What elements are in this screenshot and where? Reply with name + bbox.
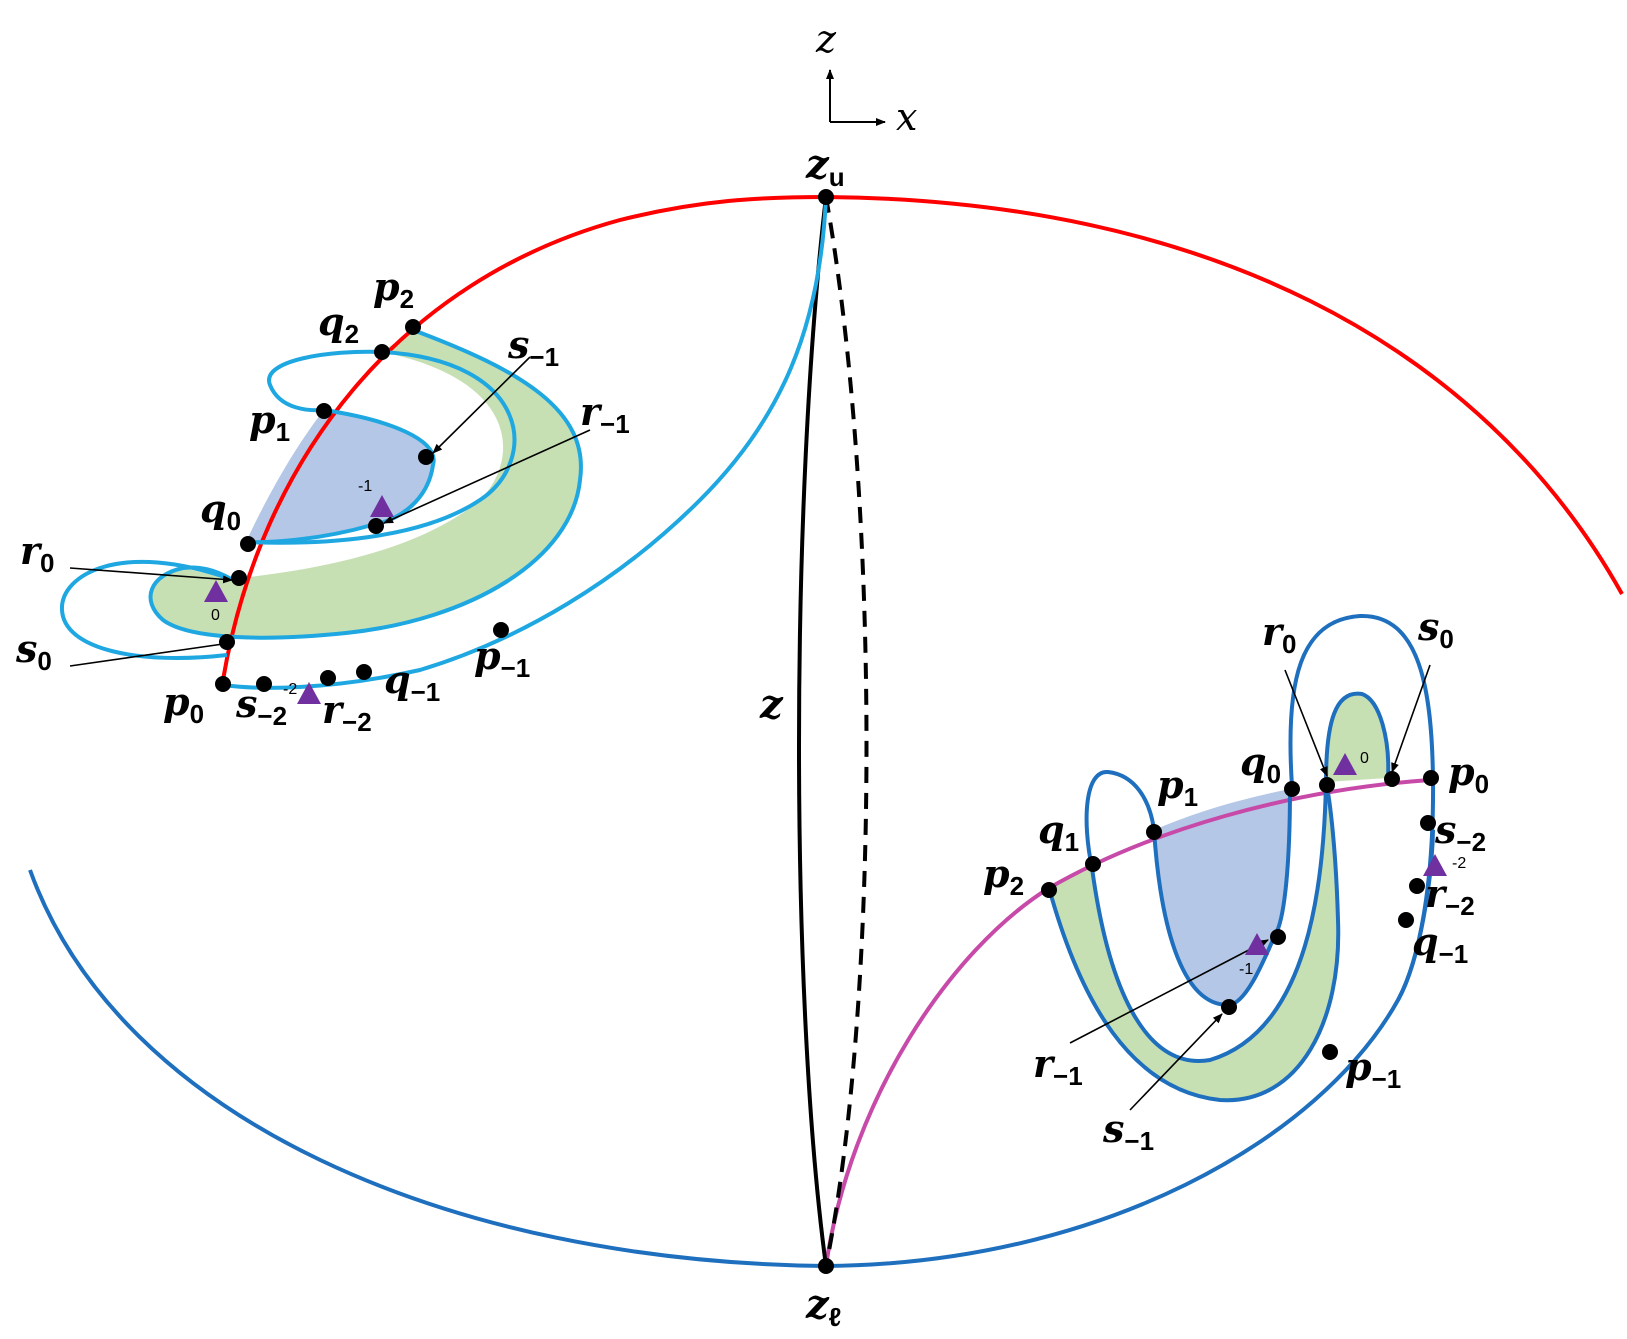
labels: zu zℓ z p2 q2 p1 s−1 r−1 q0 r0 s0 p0 s−2… xyxy=(15,141,1489,1332)
label-right-s0: s0 xyxy=(1417,604,1454,654)
label-left-p2: p2 xyxy=(373,264,414,314)
label-left-p-1: p−1 xyxy=(474,633,530,683)
label-right-q-1: q−1 xyxy=(1412,919,1468,969)
point-left-p-1 xyxy=(493,622,509,638)
point-right-q1 xyxy=(1085,856,1101,872)
label-right-q1: q1 xyxy=(1038,807,1079,857)
triangle-left-0 xyxy=(204,580,228,602)
label-left-p1: p1 xyxy=(249,397,290,447)
left-spiral-outer xyxy=(222,196,828,690)
point-left-s-1 xyxy=(418,449,434,465)
right-green-region xyxy=(1049,693,1389,1101)
label-left-r-2: r−2 xyxy=(322,687,372,737)
label-right-p-1: p−1 xyxy=(1345,1044,1401,1094)
left-loop-top xyxy=(245,349,517,545)
point-z-u xyxy=(818,189,834,205)
triangle-left-m2-label: -2 xyxy=(283,681,297,698)
point-right-p2 xyxy=(1041,882,1057,898)
point-left-q-1 xyxy=(356,664,372,680)
label-z-l: zℓ xyxy=(805,1281,841,1332)
right-green-inner xyxy=(1090,781,1328,1063)
point-right-p-1 xyxy=(1322,1044,1338,1060)
triangle-markers: -1 0 -2 0 -2 -1 xyxy=(204,478,1466,978)
triangle-left-0-label: 0 xyxy=(211,607,220,624)
label-left-s0: s0 xyxy=(15,626,52,676)
triangle-right-m2 xyxy=(1423,854,1447,876)
point-right-s-1 xyxy=(1221,999,1237,1015)
label-left-r-1: r−1 xyxy=(580,389,630,439)
triangle-right-m1 xyxy=(1245,933,1269,955)
right-green-outer xyxy=(1047,781,1341,1103)
label-left-q-1: q−1 xyxy=(384,657,440,707)
point-right-s0 xyxy=(1384,771,1400,787)
label-right-s-2: s−2 xyxy=(1434,807,1486,857)
point-right-s-2 xyxy=(1420,815,1436,831)
point-left-p0 xyxy=(215,676,231,692)
label-left-r0: r0 xyxy=(20,528,55,578)
center-dashed-curve xyxy=(824,196,869,1267)
point-left-q2 xyxy=(374,344,390,360)
left-blue-boundary xyxy=(245,408,436,545)
point-left-p2 xyxy=(405,319,421,335)
label-left-p0: p0 xyxy=(163,679,204,729)
label-left-s-1: s−1 xyxy=(507,322,559,372)
left-green-outer-boundary xyxy=(148,328,583,640)
points xyxy=(215,189,1439,1274)
axis-z-label: z xyxy=(815,17,837,61)
axis-x-label: x xyxy=(896,95,917,139)
label-right-p0: p0 xyxy=(1448,749,1489,799)
point-left-s0 xyxy=(219,634,235,650)
axes-indicator: z x xyxy=(815,17,917,139)
point-left-r0 xyxy=(231,570,247,586)
triangle-left-m1 xyxy=(370,495,394,517)
triangle-left-m1-label: -1 xyxy=(358,478,372,495)
triangle-right-0 xyxy=(1333,753,1357,775)
triangle-left-m2 xyxy=(297,682,321,704)
label-right-s-1: s−1 xyxy=(1102,1106,1154,1156)
right-blue-region xyxy=(1154,789,1290,1005)
triangle-right-m1-label: -1 xyxy=(1239,961,1253,978)
leader-arrows xyxy=(69,356,1431,1111)
right-blue-boundary xyxy=(1152,788,1292,1008)
point-left-s-2 xyxy=(256,676,272,692)
label-right-r-2: r−2 xyxy=(1425,871,1475,921)
triangle-right-0-label: 0 xyxy=(1360,750,1369,767)
point-right-p1 xyxy=(1146,824,1162,840)
point-right-r-2 xyxy=(1409,878,1425,894)
point-left-q0 xyxy=(240,536,256,552)
point-left-p1 xyxy=(316,403,332,419)
label-left-s-2: s−2 xyxy=(235,681,287,731)
right-outer-loop xyxy=(1288,613,1435,787)
label-left-q2: q2 xyxy=(318,299,359,349)
center-solid-curve xyxy=(797,196,828,1267)
label-right-r-1: r−1 xyxy=(1033,1041,1083,1091)
point-right-q-1 xyxy=(1398,912,1414,928)
point-right-q0 xyxy=(1284,781,1300,797)
point-z-l xyxy=(818,1258,834,1274)
label-right-r0: r0 xyxy=(1262,609,1297,659)
label-left-q0: q0 xyxy=(200,486,241,536)
triangle-right-m2-label: -2 xyxy=(1452,855,1466,872)
point-right-r-1 xyxy=(1270,929,1286,945)
left-green-region xyxy=(150,330,581,638)
label-center-z: z xyxy=(759,681,784,728)
label-z-u: zu xyxy=(805,141,845,192)
point-right-r0 xyxy=(1319,777,1335,793)
left-loop-outer xyxy=(59,559,232,660)
right-small-loop xyxy=(1084,770,1156,869)
label-right-p2: p2 xyxy=(983,851,1024,901)
point-left-r-1 xyxy=(368,518,384,534)
point-right-p0 xyxy=(1423,770,1439,786)
point-left-r-2 xyxy=(320,670,336,686)
label-right-q0: q0 xyxy=(1240,739,1281,789)
label-right-p1: p1 xyxy=(1157,762,1198,812)
right-inner-loop-top xyxy=(1324,691,1391,783)
